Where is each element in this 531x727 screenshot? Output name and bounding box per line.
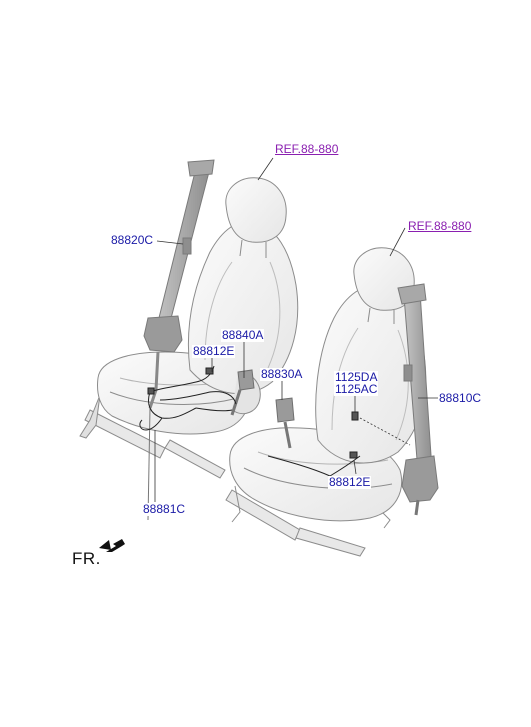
front-direction-label: FR. <box>72 549 101 568</box>
label-88820C: 88820C <box>110 233 155 247</box>
label-1125DA: 1125DA <box>334 370 379 384</box>
label-88810C: 88810C <box>438 391 483 405</box>
label-88840A: 88840A <box>221 328 265 342</box>
left-seat-headrest <box>225 177 287 243</box>
right-retractor <box>401 455 439 503</box>
label-88812E-right: 88812E <box>328 475 372 489</box>
label-1125AC: 1125AC <box>334 382 379 396</box>
right-seat-rail <box>225 489 301 541</box>
label-88830A: 88830A <box>260 367 304 381</box>
label-88881C: 88881C <box>142 502 187 516</box>
left-retractor <box>143 315 183 353</box>
ref-link-left[interactable]: REF.88-880 <box>274 142 340 156</box>
right-buckle <box>275 397 295 449</box>
left-seat-rail-front <box>164 439 226 479</box>
leader-lines <box>154 157 438 502</box>
right-belt-assembly <box>397 283 439 516</box>
label-88812E-left: 88812E <box>192 344 236 358</box>
left-wiring-harness <box>139 365 237 431</box>
ref-link-right[interactable]: REF.88-880 <box>407 219 473 233</box>
front-direction-arrow-icon <box>99 539 125 552</box>
left-seat-rail <box>84 409 166 459</box>
left-seat-rail-rear <box>79 394 101 439</box>
